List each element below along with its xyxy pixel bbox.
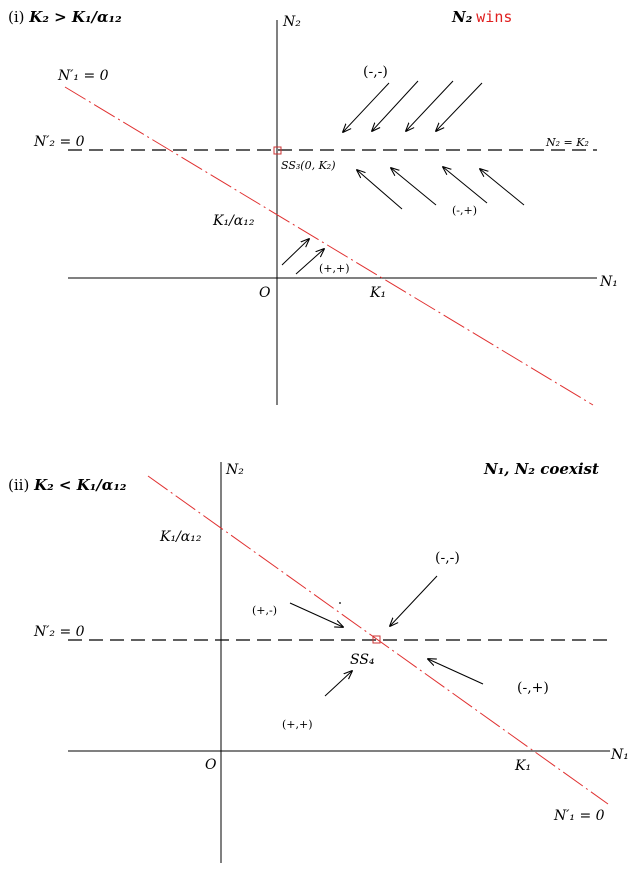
panel-ii-sign-pp: (+,+) bbox=[282, 718, 313, 731]
panel-i-arrow bbox=[295, 249, 324, 275]
panel-i-arrow bbox=[406, 80, 454, 131]
panel-i-arrow bbox=[443, 167, 488, 204]
panel-ii-sign-pm: (+,-) bbox=[252, 604, 277, 617]
panel-i-arrow bbox=[391, 168, 437, 206]
panel-ii-ss4-label: SS₄ bbox=[350, 652, 375, 668]
panel-i-ss3-label: SS₃(0, K₂) bbox=[281, 159, 336, 172]
panel-i-sign-mm: (-,-) bbox=[363, 64, 388, 80]
panel-ii-sign-mp: (-,+) bbox=[517, 680, 549, 696]
panel-ii-arrow-mp bbox=[428, 659, 484, 685]
panel-i-k1-over-alpha-label: K₁/α₁₂ bbox=[212, 213, 255, 229]
panel-ii-result: N₁, N₂ coexist bbox=[483, 460, 599, 478]
panel-i-sign-pp: (+,+) bbox=[319, 262, 350, 275]
panel-i-y-axis-label: N₂ bbox=[282, 14, 301, 30]
panel-i-title: (i) K₂ > K₁/α₁₂ bbox=[8, 8, 122, 26]
panel-i-n1-nullcline-label: N′₁ = 0 bbox=[57, 68, 109, 84]
panel-i-arrow bbox=[480, 169, 525, 206]
panel-ii-k1-label: K₁ bbox=[514, 758, 531, 774]
panel-i-x-axis-label: N₁ bbox=[599, 274, 618, 290]
panel-ii-sign-mm: (-,-) bbox=[435, 550, 460, 566]
panel-i-arrow bbox=[372, 80, 419, 131]
panel-i-arrow bbox=[281, 239, 309, 266]
panel-ii-x-axis-label: N₁ bbox=[610, 747, 629, 763]
panel-i-n2-equals-k2-label: N₂ = K₂ bbox=[545, 136, 589, 149]
panel-ii-origin: O bbox=[205, 757, 217, 773]
panel-ii-n1-nullcline-label: N′₁ = 0 bbox=[553, 808, 605, 824]
panel-i-sign-mp: (-,+) bbox=[452, 204, 477, 217]
panel-ii-n2-nullcline-label: N′₂ = 0 bbox=[33, 624, 85, 640]
panel-ii-arrow-pp bbox=[324, 671, 352, 697]
panel-i-ss3-point bbox=[273, 146, 282, 155]
panel-i-origin: O bbox=[259, 285, 271, 301]
panel-i-arrow bbox=[343, 82, 390, 132]
panel-ii-n1-nullcline bbox=[147, 475, 609, 805]
panel-ii: (ii) K₂ < K₁/α₁₂ N₁, N₂ coexist N₂ N₁ O … bbox=[8, 460, 629, 863]
panel-ii-title: (ii) K₂ < K₁/α₁₂ bbox=[8, 476, 127, 494]
panel-ii-ss4-point bbox=[372, 635, 381, 644]
panel-ii-y-axis-label: N₂ bbox=[225, 462, 244, 478]
panel-ii-arrow-pm bbox=[289, 602, 343, 627]
panel-i-k1-label: K₁ bbox=[369, 285, 386, 301]
panel-ii-k1-over-alpha-label: K₁/α₁₂ bbox=[159, 529, 202, 545]
panel-i-arrow bbox=[357, 170, 403, 210]
panel-i-arrow bbox=[436, 82, 483, 131]
panel-ii-dot bbox=[339, 602, 341, 604]
panel-i-n1-nullcline bbox=[64, 86, 594, 406]
panel-i-n2-nullcline-label: N′₂ = 0 bbox=[33, 134, 85, 150]
panel-ii-arrow-mm bbox=[390, 575, 438, 626]
